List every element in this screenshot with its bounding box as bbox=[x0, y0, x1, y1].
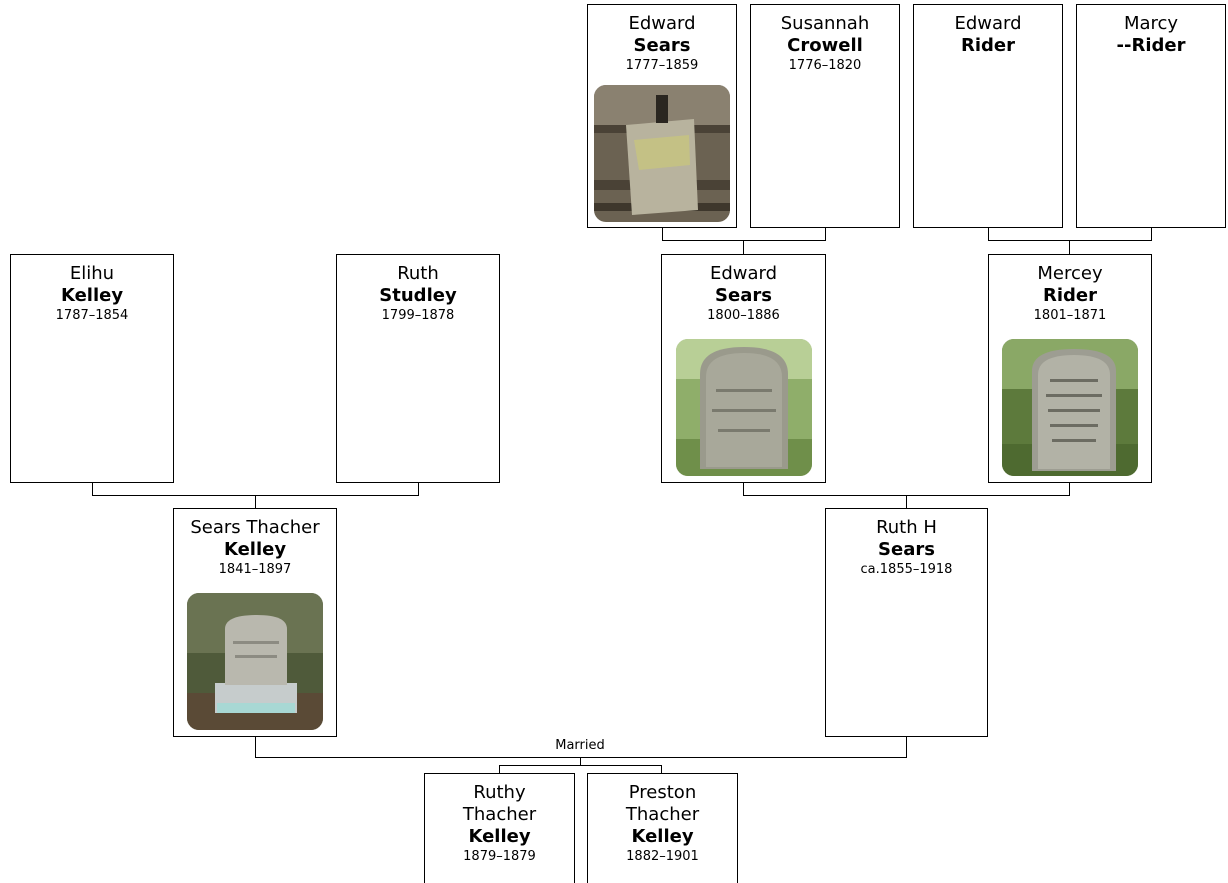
person-card-elihu-kelley[interactable]: Elihu Kelley 1787–1854 bbox=[10, 254, 174, 483]
connector-line bbox=[661, 765, 662, 773]
connector-line bbox=[662, 228, 663, 240]
connector-line bbox=[92, 483, 93, 495]
connector-line bbox=[255, 737, 256, 757]
connector-line bbox=[988, 240, 1152, 241]
connector-line bbox=[580, 757, 581, 765]
life-dates: 1801–1871 bbox=[1033, 308, 1107, 323]
given-name: Ruthy bbox=[473, 782, 526, 803]
surname: Sears bbox=[633, 35, 691, 56]
given-name: Elihu bbox=[69, 263, 115, 284]
given-name: Sears Thacher bbox=[190, 517, 320, 538]
marriage-label: Married bbox=[553, 738, 607, 753]
given-name: Preston bbox=[628, 782, 697, 803]
life-dates: 1841–1897 bbox=[218, 562, 292, 577]
person-card-marcy-rider[interactable]: Marcy --Rider bbox=[1076, 4, 1226, 228]
person-card-mercey-rider[interactable]: Mercey Rider 1801–1871 bbox=[988, 254, 1152, 483]
life-dates: 1879–1879 bbox=[463, 849, 536, 864]
life-dates: 1777–1859 bbox=[625, 58, 699, 73]
connector-line bbox=[1151, 228, 1152, 240]
surname: Rider bbox=[961, 35, 1015, 56]
connector-line bbox=[662, 240, 826, 241]
connector-line bbox=[1069, 483, 1070, 495]
person-card-edward-sears-1777[interactable]: Edward Sears 1777–1859 bbox=[587, 4, 737, 228]
person-card-edward-rider[interactable]: Edward Rider bbox=[913, 4, 1063, 228]
connector-line bbox=[825, 228, 826, 240]
surname: Sears bbox=[715, 285, 772, 306]
marriage-line bbox=[255, 757, 907, 758]
life-dates: 1882–1901 bbox=[626, 849, 699, 864]
person-card-preston-thacher-kelley[interactable]: Preston Thacher Kelley 1882–1901 bbox=[587, 773, 738, 883]
person-card-ruthy-thacher-kelley[interactable]: Ruthy Thacher Kelley 1879–1879 bbox=[424, 773, 575, 883]
given-name: Edward bbox=[709, 263, 778, 284]
gravestone-photo[interactable] bbox=[675, 339, 812, 476]
surname: Kelley bbox=[468, 826, 531, 847]
given-name: Thacher bbox=[625, 804, 700, 825]
surname: Crowell bbox=[787, 35, 863, 56]
person-card-sears-thacher-kelley[interactable]: Sears Thacher Kelley 1841–1897 bbox=[173, 508, 337, 737]
connector-line bbox=[418, 483, 419, 495]
given-name: Marcy bbox=[1123, 13, 1179, 34]
given-name: Edward bbox=[954, 13, 1022, 34]
life-dates: 1776–1820 bbox=[788, 58, 862, 73]
person-card-susannah-crowell[interactable]: Susannah Crowell 1776–1820 bbox=[750, 4, 900, 228]
life-dates: ca.1855–1918 bbox=[860, 562, 953, 577]
life-dates: 1787–1854 bbox=[55, 308, 129, 323]
given-name: Mercey bbox=[1037, 263, 1103, 284]
given-name: Ruth bbox=[397, 263, 439, 284]
given-name: Ruth H bbox=[876, 517, 937, 538]
connector-line bbox=[988, 228, 989, 240]
person-card-ruth-studley[interactable]: Ruth Studley 1799–1878 bbox=[336, 254, 500, 483]
connector-line bbox=[499, 765, 500, 773]
surname: Sears bbox=[878, 539, 935, 560]
surname: Studley bbox=[379, 285, 457, 306]
person-card-edward-sears-1800[interactable]: Edward Sears 1800–1886 bbox=[661, 254, 826, 483]
gravestone-photo[interactable] bbox=[187, 593, 323, 730]
surname: Rider bbox=[1043, 285, 1097, 306]
surname: --Rider bbox=[1116, 35, 1186, 56]
surname: Kelley bbox=[223, 539, 287, 560]
life-dates: 1800–1886 bbox=[707, 308, 780, 323]
life-dates: 1799–1878 bbox=[381, 308, 455, 323]
surname: Kelley bbox=[60, 285, 124, 306]
connector-line bbox=[255, 495, 256, 508]
connector-line bbox=[743, 483, 744, 495]
given-name: Edward bbox=[628, 13, 696, 34]
gravestone-photo[interactable] bbox=[1002, 339, 1138, 476]
connector-line bbox=[1069, 240, 1070, 254]
connector-line bbox=[906, 737, 907, 757]
surname: Kelley bbox=[631, 826, 694, 847]
connector-line bbox=[499, 765, 662, 766]
given-name: Susannah bbox=[780, 13, 870, 34]
connector-line bbox=[743, 240, 744, 254]
given-name: Thacher bbox=[462, 804, 537, 825]
gravestone-photo[interactable] bbox=[594, 85, 730, 222]
person-card-ruth-h-sears[interactable]: Ruth H Sears ca.1855–1918 bbox=[825, 508, 988, 737]
connector-line bbox=[906, 495, 907, 508]
